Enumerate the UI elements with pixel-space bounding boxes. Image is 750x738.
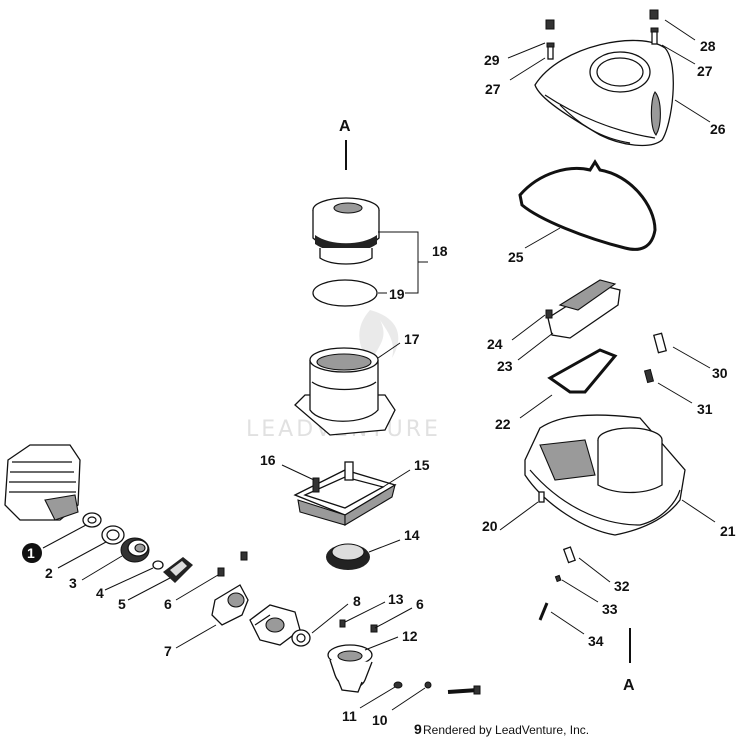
leader-lines xyxy=(42,19,716,711)
callout-6-right: 6 xyxy=(416,596,424,612)
callout-6: 6 xyxy=(164,596,172,612)
nut-11 xyxy=(393,681,403,689)
cylinder-1 xyxy=(4,444,81,521)
callout-18: 18 xyxy=(432,243,448,259)
callout-8: 8 xyxy=(353,593,361,609)
callout-29: 29 xyxy=(484,52,500,68)
callout-17: 17 xyxy=(404,331,420,347)
reference-mark-a-top: A xyxy=(339,118,351,135)
callout-20: 20 xyxy=(482,518,498,534)
callout-10: 10 xyxy=(372,712,388,728)
filter-housing-17 xyxy=(294,347,396,436)
callout-12: 12 xyxy=(402,628,418,644)
screw-16 xyxy=(312,477,320,493)
pin-33 xyxy=(554,574,562,583)
spring-31 xyxy=(643,368,655,384)
callout-5: 5 xyxy=(118,596,126,612)
carburetor-box-21 xyxy=(524,414,686,536)
callout-32: 32 xyxy=(614,578,630,594)
callout-1-badge xyxy=(22,543,42,563)
elbow-12 xyxy=(327,644,373,693)
callout-28: 28 xyxy=(700,38,716,54)
callout-24: 24 xyxy=(487,336,503,352)
gasket-22 xyxy=(547,348,618,394)
callout-30: 30 xyxy=(712,365,728,381)
gasket-2 xyxy=(82,512,102,528)
air-filter-element-18 xyxy=(312,197,380,265)
screw-6 xyxy=(217,551,248,577)
callout-21: 21 xyxy=(720,523,736,539)
callout-1: 1 xyxy=(27,545,35,561)
callout-3: 3 xyxy=(69,575,77,591)
grommet-28 xyxy=(649,9,659,20)
callout-34: 34 xyxy=(588,633,604,649)
screw-13 xyxy=(339,619,346,628)
callout-31: 31 xyxy=(697,401,713,417)
callout-4: 4 xyxy=(96,585,104,601)
callout-22: 22 xyxy=(495,416,511,432)
sleeve-32 xyxy=(562,546,576,564)
callout-26: 26 xyxy=(710,121,726,137)
gasket-8 xyxy=(291,629,311,647)
callout-16: 16 xyxy=(260,452,276,468)
mount-bracket-15 xyxy=(293,461,397,526)
stud-27-left xyxy=(546,42,555,60)
gasket-6 xyxy=(163,557,193,583)
carburetor-insulator-7 xyxy=(211,584,249,626)
screw-34 xyxy=(538,602,549,621)
pin-30 xyxy=(653,332,667,354)
callout-9: 9 xyxy=(414,721,422,737)
intake-manifold-4 xyxy=(120,537,150,563)
screw-6-right xyxy=(370,624,378,633)
callout-25: 25 xyxy=(508,249,524,265)
callout-labels: 1 2 3 4 5 6 7 8 9 10 11 12 13 6 14 15 16… xyxy=(22,38,736,737)
callout-19: 19 xyxy=(389,286,405,302)
air-filter-cover xyxy=(534,39,674,147)
callout-14: 14 xyxy=(404,527,420,543)
washer-10 xyxy=(424,681,432,689)
grommet-29 xyxy=(545,19,555,30)
choke-housing-23 xyxy=(545,279,621,339)
bolt-9 xyxy=(447,685,481,695)
callout-15: 15 xyxy=(414,457,430,473)
gasket-25 xyxy=(518,159,657,251)
seal-14 xyxy=(326,543,370,570)
clamp-3 xyxy=(101,525,125,545)
callout-27-right: 27 xyxy=(697,63,713,79)
callout-2: 2 xyxy=(45,565,53,581)
callout-7: 7 xyxy=(164,643,172,659)
callout-23: 23 xyxy=(497,358,513,374)
filter-disc-19 xyxy=(312,279,378,307)
callout-33: 33 xyxy=(602,601,618,617)
callout-13: 13 xyxy=(388,591,404,607)
stud-27-right xyxy=(650,27,659,45)
o-ring-5 xyxy=(152,560,164,570)
callout-11: 11 xyxy=(342,708,357,724)
credit-text: Rendered by LeadVenture, Inc. xyxy=(423,723,589,737)
callout-27-left: 27 xyxy=(485,81,501,97)
pin-20 xyxy=(538,491,545,503)
reference-mark-a-bottom: A xyxy=(623,677,635,694)
